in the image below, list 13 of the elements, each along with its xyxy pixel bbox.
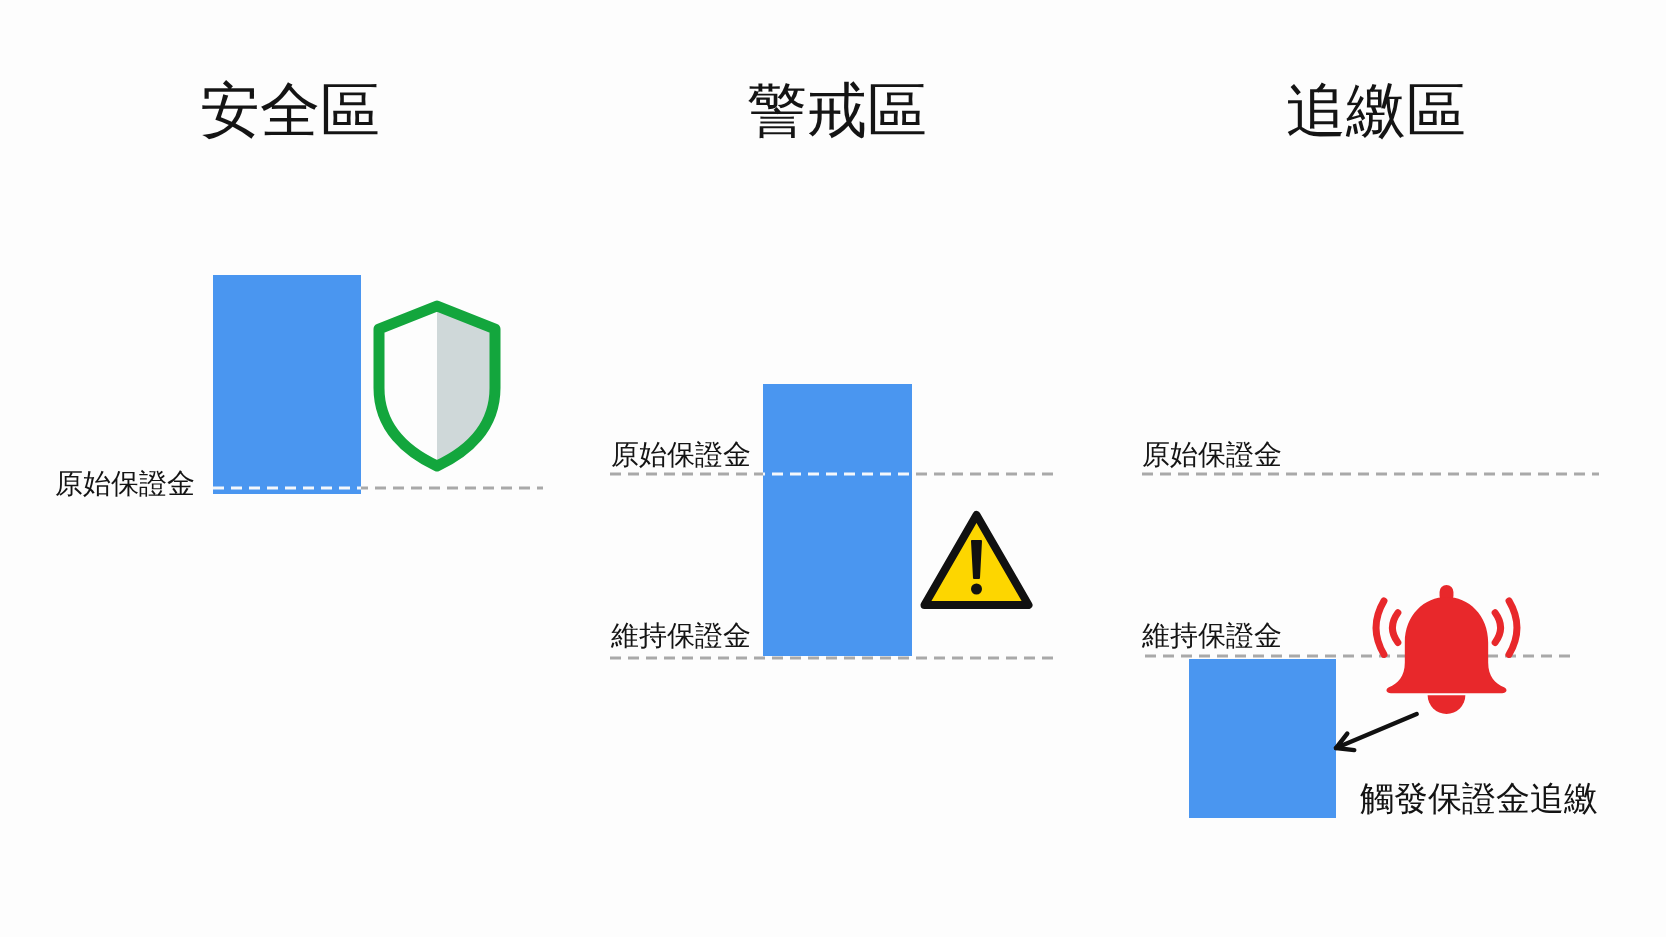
bar xyxy=(1189,659,1336,818)
level-label: 原始保證金 xyxy=(611,438,751,472)
column-heading: 警戒區 xyxy=(747,74,927,146)
column-heading: 安全區 xyxy=(200,74,380,146)
bar xyxy=(213,275,361,494)
column-heading: 追繳區 xyxy=(1286,74,1466,146)
level-label: 維持保證金 xyxy=(611,619,751,653)
annotation: 觸發保證金追繳 xyxy=(1360,777,1598,819)
level-label: 原始保證金 xyxy=(55,467,195,501)
level-label: 維持保證金 xyxy=(1142,619,1282,653)
level-label: 原始保證金 xyxy=(1142,438,1282,472)
arrow xyxy=(1333,711,1419,753)
bar xyxy=(763,384,912,656)
